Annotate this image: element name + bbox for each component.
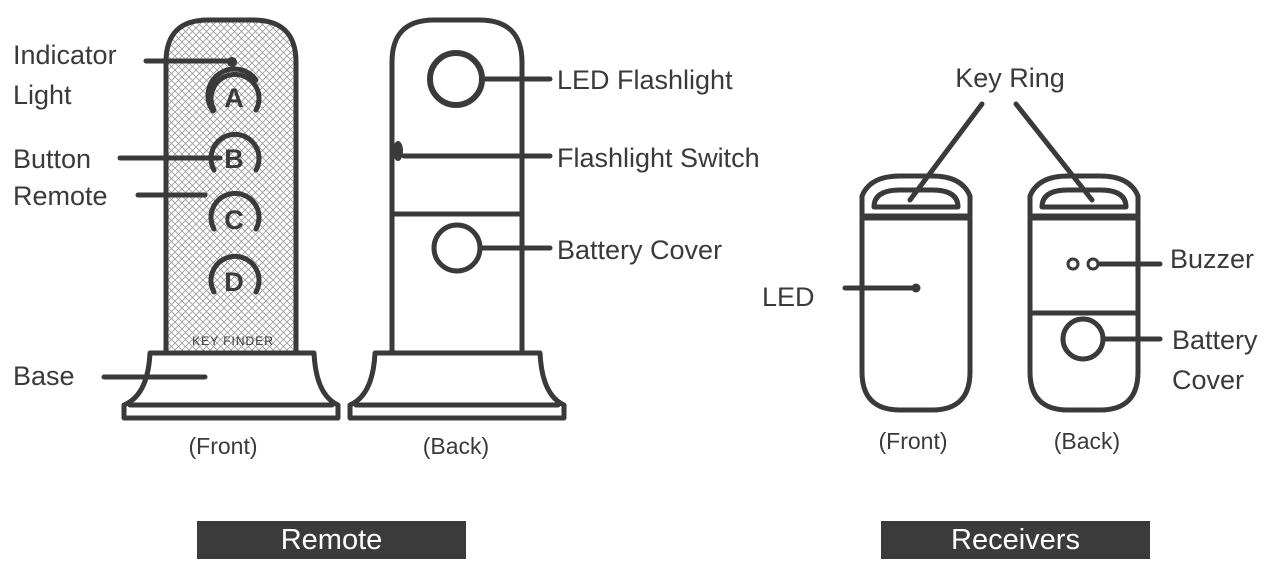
- remote-front-caption: (Front): [189, 433, 258, 459]
- remote-front-body: [163, 17, 299, 356]
- indicator-light-label-2: Light: [13, 80, 72, 110]
- receiver-front-body: [859, 215, 973, 413]
- receiver-back-body: [1027, 215, 1141, 413]
- receiver-front-ring: [859, 173, 973, 219]
- flashlight-switch[interactable]: [393, 141, 403, 161]
- remote-button-c[interactable]: C: [208, 190, 262, 235]
- buzzer-hole-2: [1086, 257, 1100, 271]
- remote-front: A B C D KEY FINDER: [121, 17, 341, 421]
- key-ring-leader-left: [907, 101, 985, 203]
- brand-text: KEY FINDER: [192, 334, 274, 348]
- led-label: LED: [762, 282, 815, 312]
- remote-section-badge: Remote: [197, 521, 466, 559]
- remote-button-c-label: C: [224, 205, 244, 235]
- receiver-battery-cover-label-1: Battery: [1172, 325, 1258, 355]
- remote-front-base: [121, 350, 341, 421]
- remote-back-caption: (Back): [423, 433, 489, 459]
- key-ring-leader-right: [1013, 101, 1095, 203]
- receiver-back-caption: (Back): [1054, 428, 1120, 454]
- remote-section-title: Remote: [280, 523, 383, 556]
- battery-cover-circle: [431, 222, 483, 274]
- flashlight-switch-label: Flashlight Switch: [557, 143, 760, 173]
- remote-back-base: [347, 350, 567, 421]
- buzzer-hole-1: [1066, 257, 1080, 271]
- remote-back-body: [389, 17, 525, 356]
- remote-button-a-label: A: [224, 83, 244, 113]
- remote-button-a[interactable]: A: [205, 66, 262, 114]
- receiver-front-caption: (Front): [879, 428, 948, 454]
- receivers-section-title: Receivers: [951, 523, 1080, 556]
- receiver-front: [859, 173, 973, 413]
- buzzer-label: Buzzer: [1170, 244, 1254, 274]
- receiver-back-ring: [1027, 173, 1141, 219]
- led-flashlight-lens: [427, 50, 485, 108]
- button-label: Button: [13, 144, 91, 174]
- base-label: Base: [13, 361, 75, 391]
- led-flashlight-label: LED Flashlight: [557, 65, 733, 95]
- receivers-section-badge: Receivers: [881, 521, 1150, 559]
- remote-button-b-label: B: [224, 144, 244, 174]
- remote-button-d-label: D: [224, 267, 244, 297]
- remote-button-d[interactable]: D: [208, 253, 262, 297]
- receiver-battery-cover-label-2: Cover: [1172, 365, 1244, 395]
- indicator-light-label-1: Indicator: [13, 40, 117, 70]
- receiver-back: [1027, 173, 1141, 413]
- battery-cover-label: Battery Cover: [557, 235, 722, 265]
- receiver-battery-cover-circle: [1060, 316, 1106, 362]
- key-ring-label: Key Ring: [955, 63, 1065, 93]
- remote-back: [347, 17, 567, 421]
- remote-label: Remote: [13, 181, 108, 211]
